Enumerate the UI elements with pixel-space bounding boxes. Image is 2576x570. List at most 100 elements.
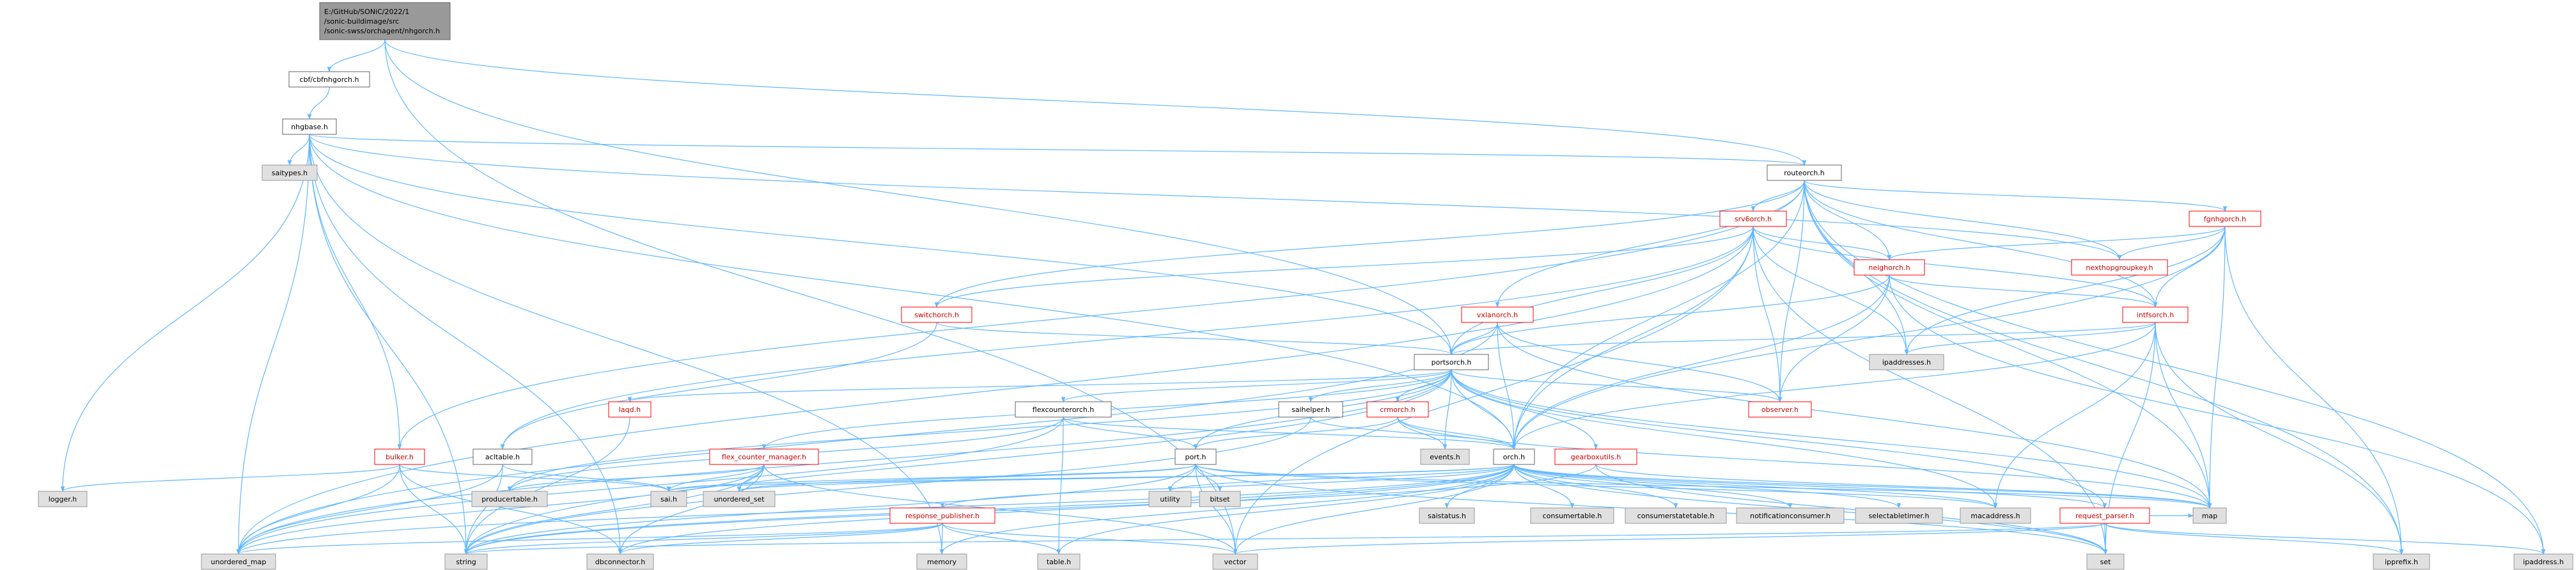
node-saistatus[interactable]: saistatus.h: [1419, 507, 1475, 524]
node-unordered-set[interactable]: unordered_set: [703, 491, 776, 507]
node-observer[interactable]: observer.h: [1748, 401, 1812, 418]
edge-orch-to-memory: [939, 464, 1515, 555]
node-crmorch[interactable]: crmorch.h: [1366, 401, 1429, 418]
edge-routeorch-to-intfsorch: [1804, 180, 2158, 308]
node-memory[interactable]: memory: [916, 553, 967, 570]
node-selectabletimer[interactable]: selectabletimer.h: [1855, 507, 1943, 524]
node-map[interactable]: map: [2192, 507, 2227, 524]
edge-portsorch-to-macaddress: [1451, 369, 1998, 509]
node-root-nhgorch[interactable]: E:/GitHub/SONiC/2022/1 /sonic-buildimage…: [319, 2, 451, 40]
edge-crmorch-to-port: [1193, 416, 1398, 450]
edge-routeorch-to-map: [1804, 180, 2212, 509]
svg-text:producertable.h: producertable.h: [481, 495, 538, 503]
edge-acltable-to-sai: [502, 464, 671, 492]
node-ipaddress[interactable]: ipaddress.h: [2513, 553, 2573, 570]
edge-response-publisher-to-vector: [942, 523, 1238, 555]
edge-response-publisher-to-string: [464, 523, 943, 555]
edge-acltable-to-unordered-map: [236, 464, 503, 555]
node-vector[interactable]: vector: [1212, 553, 1258, 570]
node-flexcounterorch[interactable]: flexcounterorch.h: [1015, 401, 1112, 418]
edge-routeorch-to-orch: [1511, 180, 1805, 450]
node-ipprefix[interactable]: ipprefix.h: [2373, 553, 2430, 570]
edge-flexcounterorch-to-orch: [1063, 416, 1517, 450]
node-bitset[interactable]: bitset: [1199, 491, 1241, 507]
node-fgnhgorch[interactable]: fgnhgorch.h: [2189, 210, 2261, 227]
svg-text:intfsorch.h: intfsorch.h: [2137, 311, 2174, 319]
svg-text:nexthopgroupkey.h: nexthopgroupkey.h: [2086, 264, 2153, 272]
node-nhgbase[interactable]: nhgbase.h: [282, 118, 337, 135]
edge-routeorch-to-fgnhgorch: [1804, 180, 2228, 212]
node-unordered-map[interactable]: unordered_map: [201, 553, 276, 570]
node-portsorch[interactable]: portsorch.h: [1414, 354, 1489, 370]
svg-text:bulker.h: bulker.h: [386, 453, 414, 461]
node-laqd[interactable]: laqd.h: [608, 401, 652, 418]
edge-nhgbase-to-routeorch: [309, 134, 1806, 166]
node-response-publisher[interactable]: response_publisher.h: [889, 507, 995, 524]
edge-port-to-string: [464, 464, 1196, 555]
node-sai[interactable]: sai.h: [650, 491, 687, 507]
edge-intfsorch-to-orch: [1511, 322, 2156, 450]
edge-orch-to-vector: [1233, 464, 1515, 555]
node-nexthopgroupkey[interactable]: nexthopgroupkey.h: [2071, 259, 2168, 276]
node-switchorch[interactable]: switchorch.h: [901, 306, 972, 323]
node-acltable[interactable]: acltable.h: [472, 448, 533, 465]
node-bulker[interactable]: bulker.h: [374, 448, 425, 465]
node-neighorch[interactable]: neighorch.h: [1854, 259, 1925, 276]
edge-root-nhgorch-to-routeorch: [384, 39, 1807, 166]
edge-root-nhgorch-to-cbf-cbfnhgorch: [327, 39, 386, 72]
edge-crmorch-to-orch: [1397, 416, 1517, 450]
node-intfsorch[interactable]: intfsorch.h: [2122, 306, 2189, 323]
edge-nhgbase-to-orch: [309, 134, 1517, 450]
svg-text:flex_counter_manager.h: flex_counter_manager.h: [722, 453, 806, 461]
svg-text:consumertable.h: consumertable.h: [1543, 512, 1602, 520]
svg-text:string: string: [456, 558, 476, 566]
edge-fgnhgorch-to-ipprefix: [2224, 226, 2404, 555]
edge-nhgbase-to-nexthopgroupkey: [309, 134, 2122, 260]
edge-flex-counter-manager-to-dbconnector: [618, 464, 765, 555]
edge-portsorch-to-request-parser: [1451, 369, 2107, 509]
node-table[interactable]: table.h: [1037, 553, 1081, 570]
dependency-edges: [60, 39, 2546, 555]
node-set[interactable]: set: [2086, 553, 2125, 570]
svg-text:laqd.h: laqd.h: [619, 406, 641, 414]
node-orch[interactable]: orch.h: [1493, 448, 1535, 465]
svg-text:macaddress.h: macaddress.h: [1971, 512, 2020, 520]
node-notificationconsumer[interactable]: notificationconsumer.h: [1736, 507, 1845, 524]
svg-text:port.h: port.h: [1185, 453, 1206, 461]
node-flex-counter-manager[interactable]: flex_counter_manager.h: [709, 448, 819, 465]
node-saihelper[interactable]: saihelper.h: [1278, 401, 1343, 418]
node-string[interactable]: string: [444, 553, 488, 570]
edge-nhgbase-to-dbconnector: [309, 134, 623, 555]
node-producertable[interactable]: producertable.h: [471, 491, 548, 507]
svg-text:nhgbase.h: nhgbase.h: [291, 123, 328, 131]
edge-intfsorch-to-ipprefix: [2155, 322, 2404, 555]
node-port[interactable]: port.h: [1175, 448, 1217, 465]
node-gearboxutils[interactable]: gearboxutils.h: [1554, 448, 1637, 465]
node-cbf-cbfnhgorch[interactable]: cbf/cbfnhgorch.h: [288, 71, 370, 88]
node-dbconnector[interactable]: dbconnector.h: [586, 553, 654, 570]
edge-request-parser-to-ipprefix: [2104, 523, 2404, 555]
edge-srv6orch-to-vector: [1233, 226, 1754, 555]
svg-text:set: set: [2100, 558, 2111, 566]
edge-srv6orch-to-portsorch: [1449, 226, 1754, 355]
node-request-parser[interactable]: request_parser.h: [2059, 507, 2150, 524]
edge-portsorch-to-saihelper: [1308, 369, 1452, 402]
node-srv6orch[interactable]: srv6orch.h: [1719, 210, 1787, 227]
node-ipaddresses[interactable]: ipaddresses.h: [1869, 354, 1944, 370]
edge-orch-to-map: [1513, 464, 2212, 509]
edge-port-to-sai: [666, 464, 1196, 492]
node-utility[interactable]: utility: [1148, 491, 1192, 507]
node-events[interactable]: events.h: [1420, 448, 1470, 465]
file-nodes: E:/GitHub/SONiC/2022/1 /sonic-buildimage…: [38, 2, 2573, 570]
node-saitypes[interactable]: saitypes.h: [262, 164, 318, 181]
node-macaddress[interactable]: macaddress.h: [1960, 507, 2031, 524]
edge-nhgbase-to-logger: [60, 134, 310, 492]
node-logger[interactable]: logger.h: [38, 491, 88, 507]
node-vxlanorch[interactable]: vxlanorch.h: [1461, 306, 1534, 323]
node-consumertable[interactable]: consumertable.h: [1530, 507, 1614, 524]
node-consumerstatetable[interactable]: consumerstatetable.h: [1625, 507, 1727, 524]
node-routeorch[interactable]: routeorch.h: [1767, 164, 1842, 181]
edge-portsorch-to-observer: [1451, 369, 1783, 402]
edge-bulker-to-logger: [60, 464, 400, 492]
